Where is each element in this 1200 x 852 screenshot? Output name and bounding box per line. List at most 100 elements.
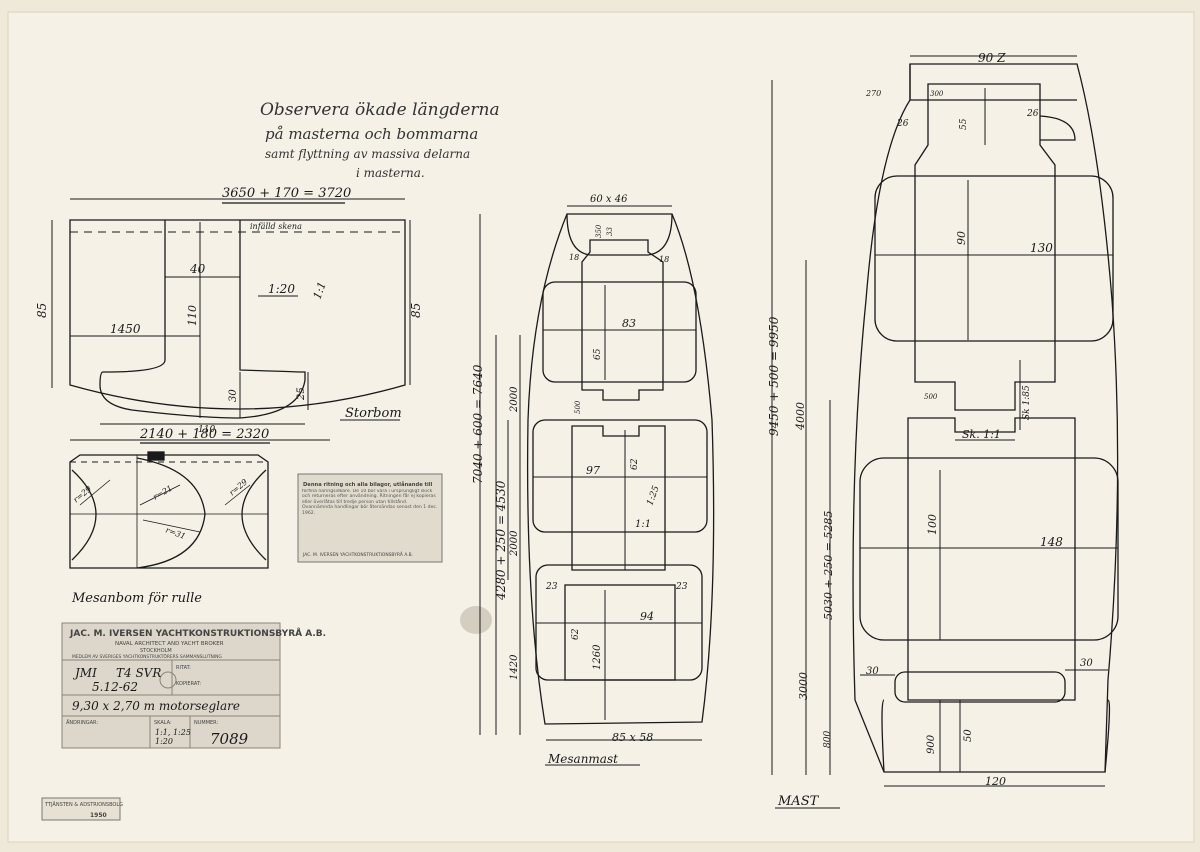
mast-d90: 90 xyxy=(955,231,968,245)
tb-checked-by: T4 SVR xyxy=(116,666,161,680)
mesanmast-bottom-dim: 85 x 58 xyxy=(612,731,653,744)
mast-d900: 900 xyxy=(926,734,937,754)
notice-stamp: Denna ritning och alla bilagor, utlånand… xyxy=(297,473,443,563)
mesanmast-d1260: 1260 xyxy=(592,644,603,670)
tb-ritat-label: RITAT: xyxy=(176,665,191,671)
mesanmast-overall: 7040 + 600 = 7640 xyxy=(471,364,485,484)
mast-overall: 9450 + 500 = 9950 xyxy=(767,316,781,436)
storbom-label: Storbom xyxy=(345,406,402,421)
mesanmast-d18a: 18 xyxy=(569,253,579,262)
mast-d270: 270 xyxy=(865,89,881,98)
title-block: JAC. M. IVERSEN YACHTKONSTRUKTIONSBYRÅ A… xyxy=(61,622,326,749)
mesanmast-lower: 4280 + 250 = 4530 xyxy=(494,480,508,601)
tb-sub2: STOCKHOLM xyxy=(140,648,172,654)
mast-d148: 148 xyxy=(1040,535,1063,549)
tb-nummer-label: NUMMER: xyxy=(194,720,219,726)
mast-foot xyxy=(881,699,1111,773)
archive-stamp: TTJÄNSTEN & ADSTRIONSBOLG 1950 xyxy=(41,797,123,821)
tb-date: 5.12-62 xyxy=(92,680,138,694)
mesanmast-outline xyxy=(526,213,715,725)
mast-top-dim: 90 Z xyxy=(978,51,1006,65)
mesanmast-upper-block xyxy=(581,239,664,401)
mast-upper-hollow xyxy=(874,175,1114,342)
tb-sub3: MEDLEM AV SVERIGES YACHTKONSTRUKTÖRERS S… xyxy=(72,653,222,660)
archive-stamp-line1: TTJÄNSTEN & ADSTRIONSBOLG xyxy=(44,801,123,808)
mast-d300: 300 xyxy=(930,90,944,98)
mesanmast-d1420: 1420 xyxy=(509,654,520,680)
mast-d30b: 30 xyxy=(1080,658,1093,669)
storbom-dim-110-h: 110 xyxy=(198,425,215,435)
mesanbom-outline xyxy=(69,454,269,569)
mesanmast-middle-hollow xyxy=(532,419,708,533)
note-line-3: samt flyttning av massiva delarna xyxy=(265,147,470,161)
archive-stamp-line2: 1950 xyxy=(90,812,107,819)
mast-d130: 130 xyxy=(1030,241,1053,255)
notice-box xyxy=(297,473,443,563)
mast-outline xyxy=(852,63,1119,773)
mast-d4000: 4000 xyxy=(794,402,807,431)
storbom-left-height: 85 xyxy=(35,303,49,318)
mast-lower: 5030 + 250 = 5285 xyxy=(822,511,835,620)
mast-label: MAST xyxy=(777,794,820,809)
tb-company: JAC. M. IVERSEN YACHTKONSTRUKTIONSBYRÅ A… xyxy=(69,628,326,639)
mast-d50: 50 xyxy=(963,729,974,742)
mast-d26a: 26 xyxy=(896,119,909,129)
tb-sub1: NAVAL ARCHITECT AND YACHT BROKER xyxy=(115,641,224,647)
notice-body: förfina näringsidkare. De 10 bör vara i … xyxy=(302,489,438,516)
mesanbom-mid-arc xyxy=(136,457,206,569)
mesanmast-d33: 33 xyxy=(606,227,614,236)
notice-footer: JAC. M. IVERSEN YACHTKONSTRUKTIONSBYRÅ A… xyxy=(302,551,413,558)
tb-drawn-by: JMI xyxy=(72,666,97,680)
mesanmast-label: Mesanmast xyxy=(547,752,618,766)
storbom-dim-30: 30 xyxy=(228,389,239,402)
note-line-1: Observera ökade längderna xyxy=(260,100,500,120)
mesanmast-drawing xyxy=(479,205,715,766)
mesanmast-d23b: 23 xyxy=(675,582,688,592)
storbom-inner-profile xyxy=(99,220,306,419)
mesanbom-track xyxy=(147,451,165,461)
mesanmast-d11: 1:1 xyxy=(635,519,651,530)
tb-vessel: 9,30 x 2,70 m motorseglare xyxy=(72,699,240,713)
storbom-drawing xyxy=(51,198,411,444)
mast-middle-hollow xyxy=(859,457,1119,641)
mesanbom-left-arc xyxy=(71,469,97,561)
mesanmast-d83: 83 xyxy=(622,317,636,330)
mesanmast-d18b: 18 xyxy=(659,255,669,264)
company-seal-icon xyxy=(159,671,177,689)
mesanmast-upper-hollow xyxy=(542,281,697,383)
mast-sk11: Sk. 1:1 xyxy=(962,428,1001,441)
mesanmast-d2000b: 2000 xyxy=(509,530,520,557)
tb-scale: 1:1, 1:25 xyxy=(155,728,191,737)
mesanmast-d500: 500 xyxy=(574,400,582,414)
handwritten-note: Observera ökade längderna på masterna oc… xyxy=(260,100,500,180)
storbom-outline xyxy=(69,219,406,410)
notice-title: Denna ritning och alla bilagor, utlånand… xyxy=(303,481,433,488)
storbom-scale-1-20: 1:20 xyxy=(268,282,295,296)
mast-bottom-dim: 120 xyxy=(985,775,1006,788)
mesanmast-d65: 65 xyxy=(593,348,603,360)
mast-d100: 100 xyxy=(926,514,939,535)
storbom-bottom-dim: 2140 + 180 = 2320 xyxy=(139,427,269,442)
mesanmast-d62b: 62 xyxy=(571,628,581,640)
mesanbom-drawing xyxy=(69,451,269,569)
storbom-rail-note: infälld skena xyxy=(250,222,302,231)
mesanmast-top-cap xyxy=(566,213,673,256)
mesanmast-top-dim: 60 x 46 xyxy=(590,194,628,205)
storbom-dim-1450: 1450 xyxy=(110,322,141,336)
note-line-2: på masterna och bommarna xyxy=(265,125,478,143)
tb-andringar-label: ÄNDRINGAR: xyxy=(66,719,98,726)
storbom-right-height: 85 xyxy=(409,303,423,318)
mast-d500: 500 xyxy=(924,393,938,401)
mesanmast-d94: 94 xyxy=(640,610,654,623)
mesanbom-right-arc xyxy=(241,469,267,561)
storbom-top-dim: 3650 + 170 = 3720 xyxy=(222,186,351,201)
archive-stamp-box xyxy=(41,797,121,821)
tb-skala-label: SKALA: xyxy=(154,720,172,726)
mast-drawing xyxy=(771,55,1119,809)
mast-middle-block xyxy=(907,417,1076,701)
mast-lower-hollow xyxy=(894,671,1066,703)
mesanbom-label: Mesanbom för rulle xyxy=(71,591,202,606)
mesanmast-lower-block xyxy=(564,584,676,681)
storbom-scale-1-1: 1:1 xyxy=(311,280,329,301)
